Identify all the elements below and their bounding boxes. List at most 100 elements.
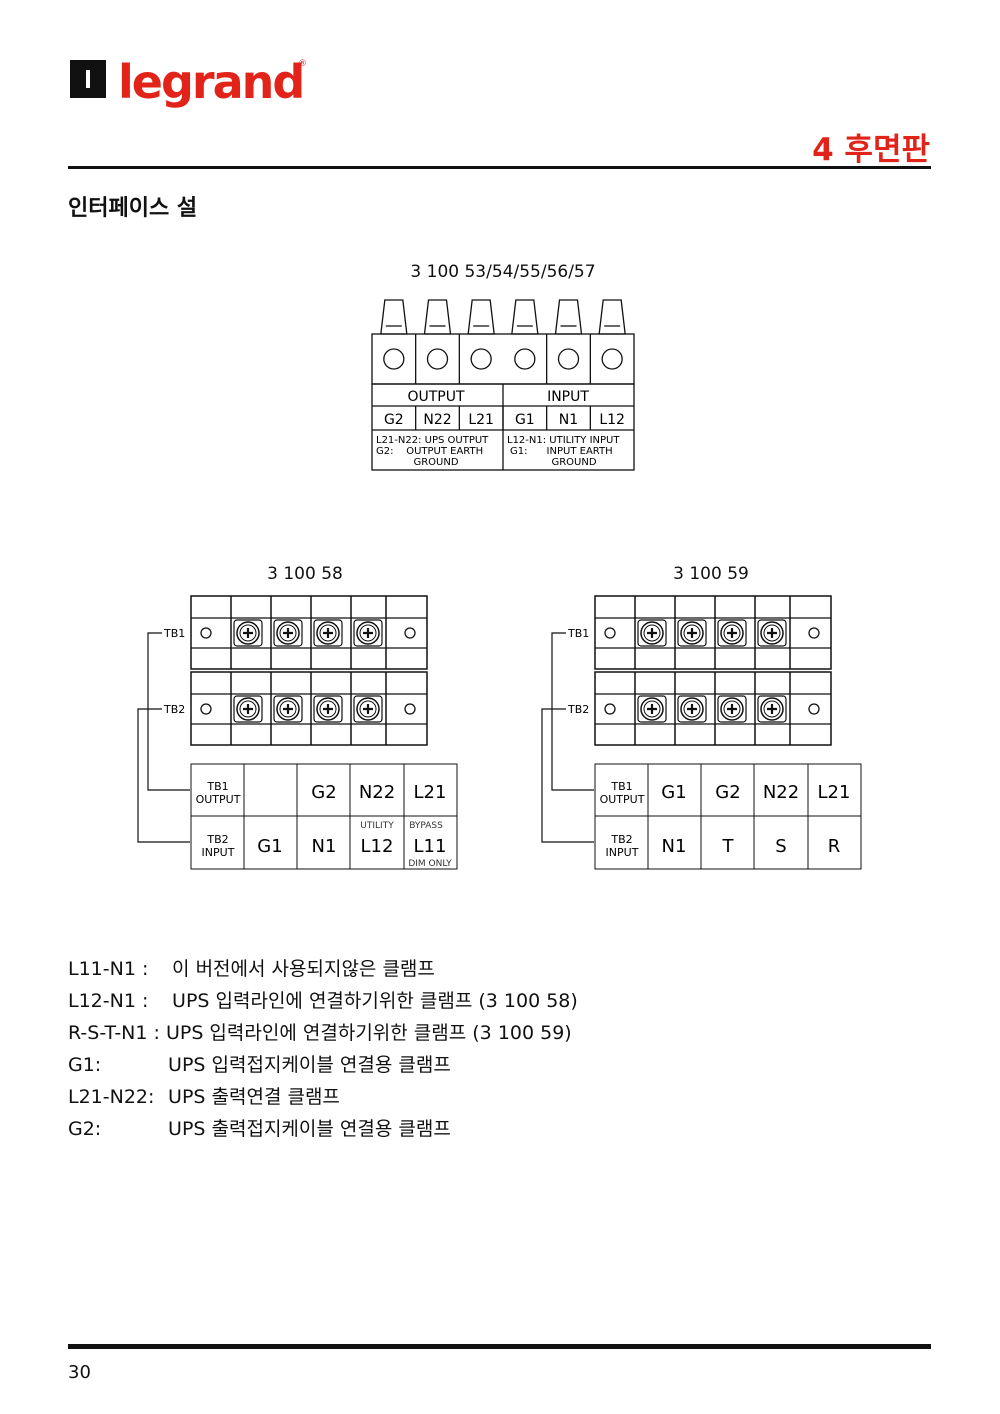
- screw-cross: [323, 628, 333, 638]
- input-note-3: GROUND: [551, 457, 596, 468]
- diagram1-caption: 3 100 53/54/55/56/57: [410, 262, 596, 282]
- screw-cross: [647, 628, 657, 638]
- clamp-hole: [514, 348, 536, 370]
- header-rule: [68, 166, 931, 169]
- screw-cross: [727, 704, 737, 714]
- terminal-block-diagram-2: TB1 TB2 TB1 OUTPUT TB2 INPUT G2 N22 L21 …: [137, 595, 458, 870]
- screw-cross: [687, 704, 697, 714]
- diagram2-caption: 3 100 58: [267, 564, 343, 584]
- svg-text:legrand: legrand: [118, 55, 303, 109]
- cell: L21: [414, 782, 447, 803]
- screw-ring: [279, 624, 297, 642]
- screw-cross: [767, 628, 777, 638]
- section-title: 인터페이스 설: [68, 196, 198, 221]
- tb1-marker: TB1: [163, 627, 185, 640]
- row1-header-b: OUTPUT: [196, 793, 241, 806]
- cell: L11: [414, 836, 447, 857]
- clamp-screw-housing: [511, 299, 539, 335]
- definition-item: R-S-T-N1 : UPS 입력라인에 연결하기위한 클램프 (3 100 5…: [68, 1022, 572, 1044]
- clamp-hole: [383, 348, 405, 370]
- cell: L12: [361, 836, 394, 857]
- dim-only-label: DIM ONLY: [408, 859, 452, 869]
- screw-ring: [359, 700, 377, 718]
- row2-header-a: TB2: [206, 833, 228, 846]
- screw-ring: [643, 624, 661, 642]
- clamp-hole: [601, 348, 623, 370]
- screw-ring: [723, 700, 741, 718]
- mount-hole: [604, 627, 616, 639]
- row2-header-a: TB2: [610, 833, 632, 846]
- row2-header-b: INPUT: [202, 846, 235, 859]
- utility-label: UTILITY: [360, 821, 394, 831]
- screw-ring: [319, 700, 337, 718]
- row1-header-b: OUTPUT: [600, 793, 645, 806]
- mount-hole: [200, 703, 212, 715]
- terminal-strip: [594, 671, 832, 746]
- screw-cross: [323, 704, 333, 714]
- screw-ring: [359, 624, 377, 642]
- mount-hole: [808, 627, 820, 639]
- screw-ring: [763, 700, 781, 718]
- diagram3-caption: 3 100 59: [673, 564, 749, 584]
- tb2-marker: TB2: [163, 703, 185, 716]
- cell: S: [775, 836, 786, 857]
- terminal-strip: [190, 595, 428, 670]
- output-note-1: L21-N22: UPS OUTPUT: [376, 435, 489, 446]
- cell: G2: [311, 782, 336, 803]
- cell: N1: [312, 836, 337, 857]
- screw-ring: [763, 624, 781, 642]
- screw-cross: [647, 704, 657, 714]
- screw-ring: [723, 624, 741, 642]
- input-note-1: L12-N1: UTILITY INPUT: [507, 435, 620, 446]
- row1-header-a: TB1: [610, 780, 632, 793]
- cell: N22: [763, 782, 799, 803]
- screw-ring: [319, 624, 337, 642]
- clamp-screw-housing: [380, 299, 408, 335]
- legrand-logo: legrand ®: [70, 55, 307, 109]
- mount-hole: [808, 703, 820, 715]
- terminal-strip: [594, 595, 832, 670]
- page-number: 30: [68, 1362, 91, 1383]
- bypass-label: BYPASS: [409, 821, 443, 831]
- row1-header-a: TB1: [206, 780, 228, 793]
- cell: G1: [257, 836, 282, 857]
- terminal-label: L21: [468, 412, 494, 428]
- footer-rule: [68, 1344, 931, 1349]
- svg-text:®: ®: [298, 59, 307, 69]
- cell: G1: [661, 782, 686, 803]
- screw-cross: [243, 704, 253, 714]
- mount-hole: [604, 703, 616, 715]
- screw-cross: [363, 628, 373, 638]
- screw-ring: [239, 624, 257, 642]
- clamp-hole: [426, 348, 449, 370]
- cell: N1: [662, 836, 687, 857]
- mount-hole: [200, 627, 212, 639]
- screw-cross: [687, 628, 697, 638]
- terminal-label: N1: [559, 412, 578, 428]
- screw-ring: [683, 700, 701, 718]
- screw-cross: [363, 704, 373, 714]
- screw-ring: [683, 624, 701, 642]
- screw-cross: [243, 628, 253, 638]
- definition-item: L12-N1 : UPS 입력라인에 연결하기위한 클램프 (3 100 58): [68, 990, 578, 1012]
- cell: L21: [818, 782, 851, 803]
- definition-item: L21-N22: UPS 출력연결 클램프: [68, 1086, 340, 1108]
- cell: T: [722, 836, 735, 857]
- terminal-block-diagram-3: TB1 TB2 TB1 OUTPUT TB2 INPUT G1 G2 N22 L…: [541, 595, 862, 870]
- mount-hole: [404, 627, 416, 639]
- output-note-2: G2: OUTPUT EARTH: [376, 446, 483, 457]
- screw-cross: [283, 704, 293, 714]
- screw-cross: [283, 628, 293, 638]
- row2-header-b: INPUT: [606, 846, 639, 859]
- screw-ring: [279, 700, 297, 718]
- terminal-strip: [190, 671, 428, 746]
- cell: R: [828, 836, 841, 857]
- clamp-screw-housing: [423, 299, 452, 335]
- cell: N22: [359, 782, 395, 803]
- terminal-label: N22: [423, 412, 451, 428]
- cell: G2: [715, 782, 740, 803]
- clamp-screw-housing: [467, 299, 495, 335]
- definition-item: G1: UPS 입력접지케이블 연결용 클램프: [68, 1054, 451, 1076]
- input-note-2: G1: INPUT EARTH: [510, 446, 613, 457]
